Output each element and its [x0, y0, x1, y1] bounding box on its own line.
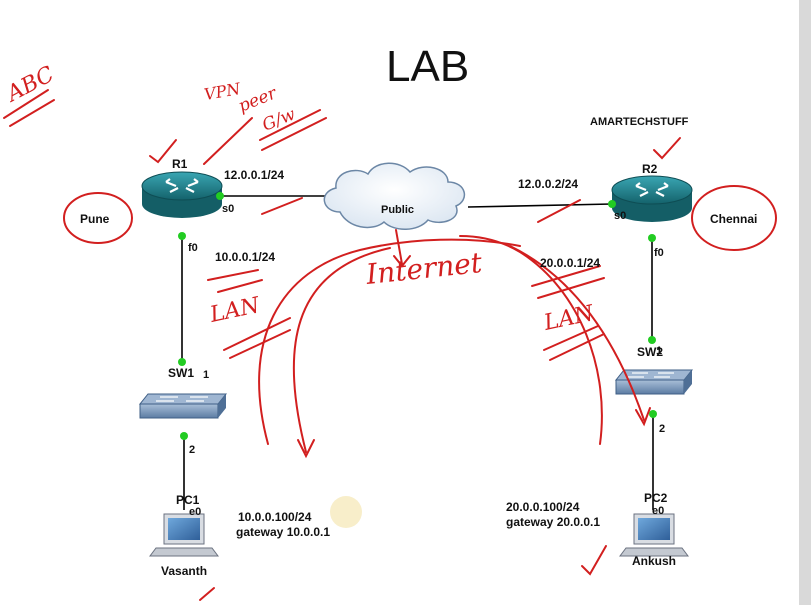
- pc1-name: PC1: [176, 493, 200, 507]
- tick: [149, 139, 177, 164]
- pc1-port: e0: [189, 506, 202, 518]
- gw-underline: [259, 109, 327, 151]
- r2-lan-lines: [531, 265, 605, 299]
- switch-arrows-icon: [156, 396, 208, 402]
- abc-underline: [3, 89, 55, 127]
- switch-sw1-down-port: 2: [189, 444, 196, 456]
- port-dot: [648, 234, 656, 242]
- lan-left-lines: [207, 269, 263, 293]
- pc2-user: Ankush: [632, 554, 677, 568]
- port-dot: [178, 358, 186, 366]
- link-cloud-r2: [467, 203, 613, 208]
- arrow-right: [635, 407, 651, 427]
- port-dot: [608, 200, 616, 208]
- cursor-highlight: [330, 496, 362, 528]
- r1-ip-tick: [261, 197, 303, 215]
- lan-left-slash: [223, 317, 291, 359]
- page-title: LAB: [386, 42, 470, 91]
- router-r1-name: R1: [172, 157, 188, 171]
- port-dot: [649, 410, 657, 418]
- r1-slash: [203, 117, 253, 165]
- pc2-ip: 20.0.0.100/24: [506, 500, 580, 514]
- port-dot: [216, 192, 224, 200]
- router-r2-wan-port: s0: [614, 210, 627, 222]
- router-r2-lan-port: f0: [654, 247, 664, 259]
- port-dot: [178, 232, 186, 240]
- pc1-laptop-icon[interactable]: [149, 513, 219, 557]
- links: [181, 195, 654, 510]
- tick-r2: [653, 137, 681, 160]
- curve-right-1: [459, 235, 603, 445]
- pc2-port: e0: [652, 505, 665, 517]
- router-r2-wan-ip: 12.0.0.2/24: [518, 177, 579, 191]
- pc2-gateway: gateway 20.0.0.1: [506, 515, 601, 529]
- tick-pc2: [581, 545, 607, 576]
- pc1-user: Vasanth: [161, 564, 208, 578]
- switch-sw2-up-port: 1: [656, 345, 663, 357]
- router-r1[interactable]: [141, 171, 223, 218]
- switch-sw1-name: SW1: [168, 366, 195, 380]
- cloud-label: Public: [381, 204, 415, 216]
- lan-right-slash: [543, 325, 605, 361]
- router-r1-site: Pune: [80, 212, 110, 226]
- router-r1-wan-port: s0: [222, 203, 235, 215]
- router-arrows-icon: [635, 182, 669, 197]
- router-r1-wan-ip: 12.0.0.1/24: [224, 168, 285, 182]
- circle-pune: [63, 192, 133, 244]
- port-dots: [178, 192, 657, 440]
- circle-chennai: [691, 185, 777, 251]
- router-r2-name: R2: [642, 162, 658, 176]
- public-cloud[interactable]: [323, 162, 466, 230]
- router-r2-site: Chennai: [710, 212, 758, 226]
- curve-left-2: [292, 247, 391, 453]
- r2-ip-slash: [537, 199, 581, 223]
- window-edge: [799, 0, 811, 605]
- pc1-gateway: gateway 10.0.0.1: [236, 525, 331, 539]
- router-r2-lan-ip: 20.0.0.1/24: [540, 256, 601, 270]
- port-dot: [648, 336, 656, 344]
- switch-sw1-up-port: 1: [203, 369, 210, 381]
- switch-sw2[interactable]: [614, 369, 694, 395]
- curve-left-1: [258, 238, 521, 445]
- router-r1-lan-port: f0: [188, 242, 198, 254]
- pc2-name: PC2: [644, 491, 668, 505]
- port-dot: [180, 432, 188, 440]
- router-r1-lan-ip: 10.0.0.1/24: [215, 250, 276, 264]
- switch-sw2-name: SW2: [637, 345, 664, 359]
- annotations: [3, 89, 777, 601]
- router-arrows-icon: [165, 178, 199, 193]
- curve-right-2: [509, 245, 645, 421]
- watermark-label: AMARTECHSTUFF: [590, 116, 689, 128]
- internet-arrow: [393, 229, 411, 268]
- switch-sw2-down-port: 2: [659, 423, 666, 435]
- switch-sw1[interactable]: [138, 393, 228, 419]
- pc2-laptop-icon[interactable]: [619, 513, 689, 557]
- switch-arrows-icon: [628, 372, 674, 378]
- router-r2[interactable]: [611, 175, 693, 222]
- mark-vasanth: [199, 587, 215, 601]
- pc1-ip: 10.0.0.100/24: [238, 510, 312, 524]
- arrow-left: [297, 439, 315, 459]
